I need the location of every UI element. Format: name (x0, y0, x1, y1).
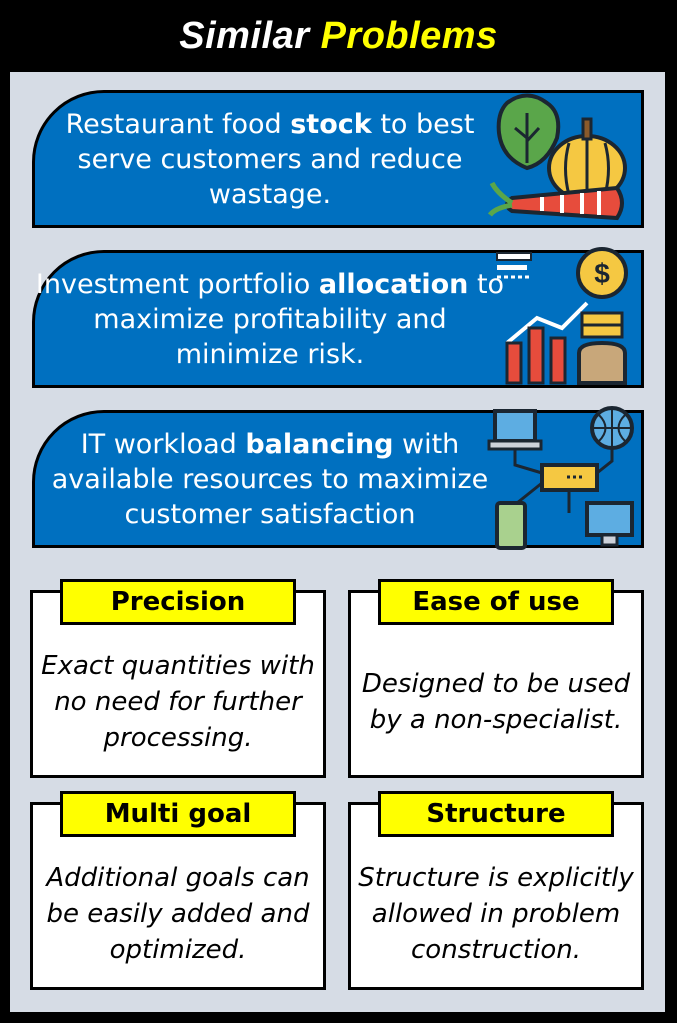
page-title: Similar Problems (179, 15, 497, 58)
vegetables-icon (487, 93, 627, 221)
banner-text-post: to maximize profitability and minimize r… (93, 268, 505, 370)
banner-text-pre: Restaurant food (65, 108, 291, 140)
banner-text-bold: balancing (245, 428, 394, 460)
card-body: Designed to be used by a non-specialist. (361, 669, 631, 735)
banner-it-workload-balancing: IT workload balancing with available res… (32, 406, 644, 550)
feature-card-precision: Precision Exact quantities with no need … (30, 579, 326, 778)
feature-card-ease-of-use: Ease of use Designed to be used by a non… (348, 579, 644, 778)
banner-text: Investment portfolio allocation to maxim… (35, 253, 505, 385)
feature-card-structure: Structure Structure is explicitly allowe… (348, 791, 644, 990)
banner-text-bold: stock (290, 108, 372, 140)
investment-chart-icon: $ (496, 247, 628, 385)
network-devices-icon (487, 406, 634, 550)
banner-investment-allocation: Investment portfolio allocation to maxim… (32, 247, 644, 388)
banner-text-post: to best serve customers and reduce wasta… (77, 108, 475, 210)
content-panel: Restaurant food stock to best serve cust… (10, 72, 665, 1012)
banner-text-pre: IT workload (80, 428, 246, 460)
card-title: Multi goal (60, 791, 296, 837)
banner-text-post: with available resources to maximize cus… (51, 428, 489, 530)
feature-card-multi-goal: Multi goal Additional goals can be easil… (30, 791, 326, 990)
banner-text: Restaurant food stock to best serve cust… (35, 93, 505, 225)
banner-text: IT workload balancing with available res… (35, 413, 505, 545)
banner-text-bold: allocation (318, 268, 469, 300)
svg-text:$: $ (594, 258, 610, 289)
card-body: Additional goals can be easily added and… (46, 863, 310, 965)
title-part2: Problems (320, 14, 498, 57)
card-body: Exact quantities with no need for furthe… (41, 651, 315, 753)
card-title: Structure (378, 791, 614, 837)
banner-text-pre: Investment portfolio (35, 268, 319, 300)
card-title: Precision (60, 579, 296, 625)
card-title: Ease of use (378, 579, 614, 625)
header: Similar Problems (0, 0, 677, 72)
card-body: Structure is explicitly allowed in probl… (358, 863, 634, 965)
title-part1: Similar (179, 14, 310, 57)
banner-restaurant-stock: Restaurant food stock to best serve cust… (32, 90, 644, 228)
